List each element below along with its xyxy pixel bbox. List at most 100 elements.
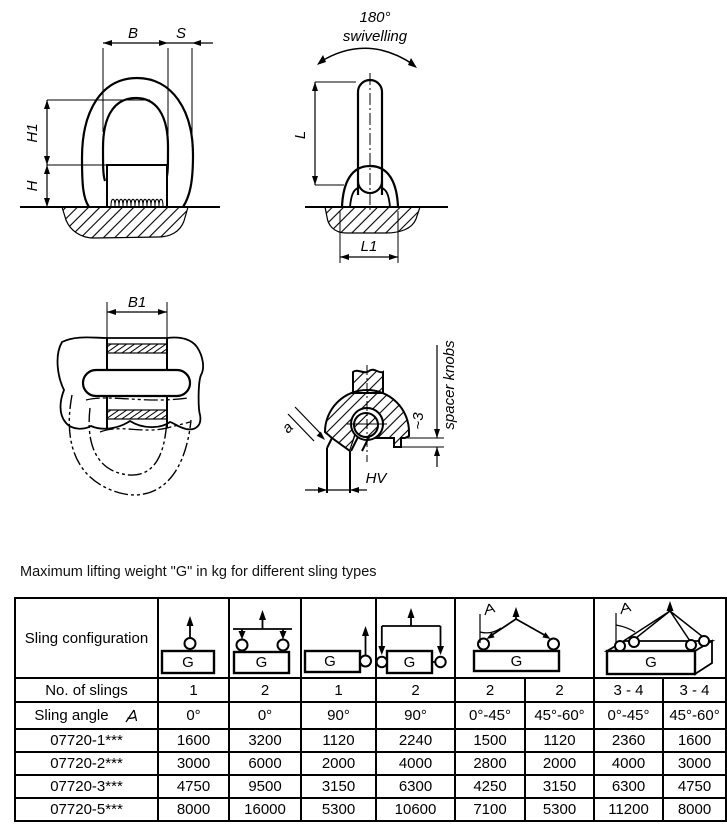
g-label: G [324, 653, 336, 670]
table-cell: 1120 [524, 728, 595, 753]
arrow [192, 40, 201, 46]
table-cell: 8000 [157, 797, 230, 822]
arrow-down-icon [378, 646, 386, 655]
row-label: No. of slings [14, 677, 159, 703]
table-cell: 4750 [157, 774, 230, 799]
table-cell: 7100 [454, 797, 526, 822]
table-row-slings: No. of slings 1 2 1 2 2 2 3 - 4 3 - 4 [14, 677, 727, 703]
table-cell: 2 [454, 677, 526, 703]
table-cell: 0° [157, 701, 230, 730]
top-view-drawing: B1 [56, 294, 204, 496]
table-cell: 1120 [300, 728, 377, 753]
angle-arc [615, 624, 636, 633]
table-cell: 4750 [662, 774, 727, 799]
sling-pictogram-2-angled: G [454, 597, 595, 679]
sling-pictogram-1-vertical: G [157, 597, 230, 679]
ring-stub-section [352, 368, 384, 394]
table-cell: 3 - 4 [662, 677, 727, 703]
angle-arc [479, 627, 502, 634]
swivel-arc [319, 47, 415, 66]
dim-label-s: S [176, 25, 186, 42]
ring-icon [698, 635, 710, 647]
angle-icon [484, 603, 496, 616]
ring-icon [547, 637, 560, 651]
pictogram-2-slings-angle: G [472, 603, 561, 673]
section-view-drawing: a ~3 spacer knobs HV [279, 340, 458, 493]
sling-angle-label: Sling angle [34, 707, 109, 724]
table-cell: 6000 [228, 751, 302, 776]
angle-icon [620, 602, 632, 615]
table-cell: 2800 [454, 751, 526, 776]
ring-icon [359, 654, 372, 668]
table-cell: 2360 [592, 728, 665, 753]
bracket-dome [340, 164, 400, 208]
row-label-angle: Sling angle [14, 701, 159, 730]
config-header-cell: Sling configuration [14, 597, 159, 679]
table-title: Maximum lifting weight "G" in kg for dif… [20, 564, 377, 580]
ring-phantom-bar [85, 397, 189, 401]
arrow-icon [486, 632, 495, 639]
table-cell: 3 - 4 [592, 677, 665, 703]
table-cell: 1500 [454, 728, 526, 753]
arrow [318, 487, 327, 493]
table-cell: 1600 [157, 728, 230, 753]
table-cell: 45°-60° [524, 701, 595, 730]
part-number: 07720-5*** [14, 797, 159, 822]
table-cell: 2 [375, 677, 456, 703]
table-cell: 9500 [228, 774, 302, 799]
arrow-up-icon [407, 608, 415, 618]
g-label: G [404, 654, 416, 671]
arrow [434, 429, 440, 438]
lifting-weight-table: Sling configuration G G [14, 597, 727, 822]
dim-label-h1: H1 [24, 123, 41, 142]
table-cell: 1 [300, 677, 377, 703]
weld-face [326, 437, 333, 449]
weld-bracket [106, 164, 168, 208]
ring-icon [477, 637, 490, 651]
arrow [44, 100, 50, 109]
ring-icon [628, 636, 640, 648]
g-label: G [645, 654, 657, 671]
table-row: 07720-2*** 3000 6000 2000 4000 2800 2000… [14, 751, 727, 776]
pictogram-2-slings-0deg: G [232, 610, 292, 675]
ring-phantom-inner [88, 407, 168, 476]
arrow [350, 487, 359, 493]
table-cell: 0°-45° [454, 701, 526, 730]
ring-icon [614, 640, 626, 652]
dim-label-l1: L1 [361, 238, 378, 255]
dim-label-h: H [24, 180, 41, 191]
base-hatch-block [61, 206, 189, 239]
table-row-angle: Sling angle 0° 0° 90° 90° 0°-45° 45°-60°… [14, 701, 727, 730]
arrow [408, 58, 417, 68]
arrow-up-icon [259, 610, 266, 620]
table-cell: 2240 [375, 728, 456, 753]
callout-line [287, 413, 315, 442]
table-cell: 2 [228, 677, 302, 703]
table-cell: 4000 [375, 751, 456, 776]
part-number: 07720-3*** [14, 774, 159, 799]
table-cell: 6300 [592, 774, 665, 799]
dim-label-hv: HV [366, 470, 389, 487]
part-number: 07720-2*** [14, 751, 159, 776]
ring-phantom-edge [99, 421, 191, 433]
table-row: 07720-1*** 1600 3200 1120 2240 1500 1120… [14, 728, 727, 753]
arrow-icon [542, 632, 551, 639]
arrow [103, 40, 112, 46]
dim-label-gap: ~3 [410, 412, 427, 430]
callout-line [294, 406, 323, 436]
dim-label-b1: B1 [128, 294, 146, 311]
weld-seam-bottom [106, 409, 168, 420]
arrow-up-icon [666, 601, 674, 611]
ring-inner-contour [101, 96, 170, 182]
ring-icon [235, 638, 249, 652]
dim-label-b: B [128, 25, 138, 42]
pivot-pin [81, 368, 192, 398]
arrow-down-icon [238, 631, 246, 640]
table-cell: 90° [300, 701, 377, 730]
arrow [158, 309, 167, 315]
weld-seam-top [106, 343, 168, 354]
table-cell: 8000 [662, 797, 727, 822]
table-cell: 10600 [375, 797, 456, 822]
arrow-up-icon [512, 607, 520, 617]
